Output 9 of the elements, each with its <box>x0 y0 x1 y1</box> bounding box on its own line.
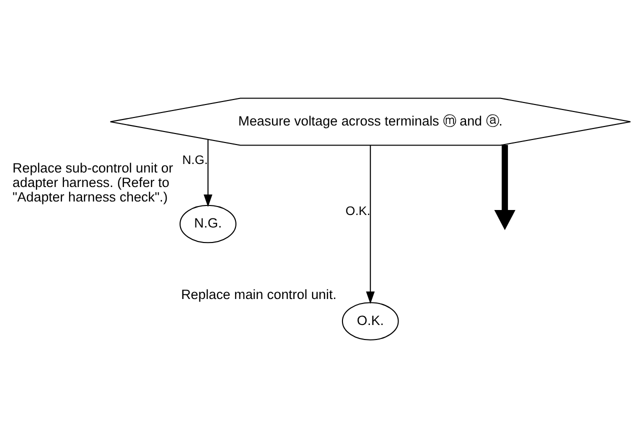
arrow <box>494 144 516 230</box>
node-ellipse: N.G. <box>180 204 236 243</box>
arrow <box>204 139 212 206</box>
node-ellipse: O.K. <box>342 302 399 340</box>
edge-label: O.K. <box>346 204 370 218</box>
node-label: Replace sub-control unit or adapter harness. (Refer to "Adapter harness check".) <box>12 160 174 204</box>
arrow <box>366 144 375 304</box>
edge-label: N.G. <box>182 152 208 166</box>
node-label: Replace main control unit. <box>181 286 336 302</box>
